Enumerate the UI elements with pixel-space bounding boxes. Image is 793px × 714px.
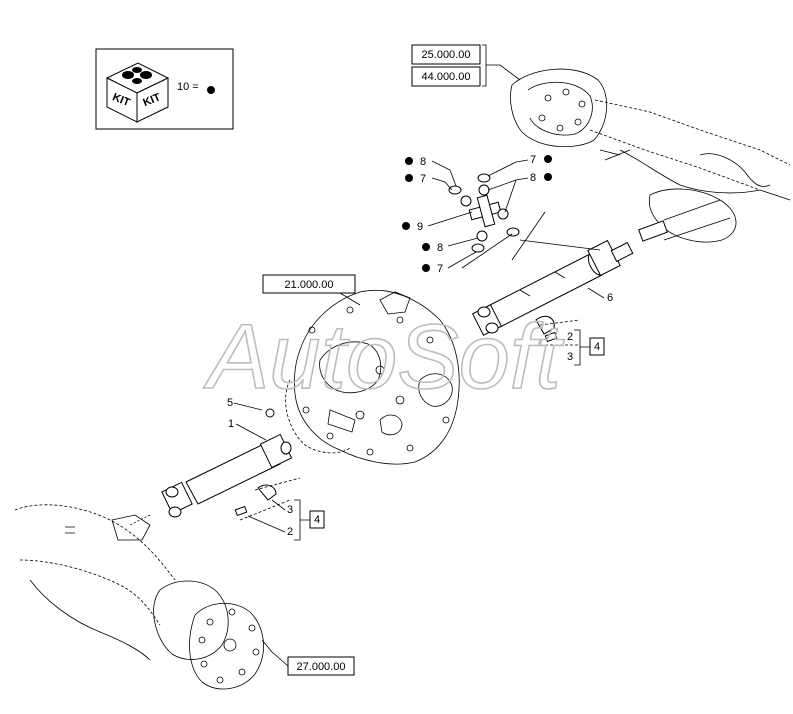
kit-bullet-icon bbox=[422, 243, 430, 251]
kit-bullet-icon bbox=[405, 174, 413, 182]
guide-lines bbox=[511, 211, 601, 261]
callout-kit-9: 9 bbox=[417, 221, 423, 233]
clip-3b-icon bbox=[535, 315, 555, 335]
kit-bullet-icon bbox=[207, 86, 215, 94]
cup-icon bbox=[460, 195, 472, 207]
watermark-text: AutoSoft bbox=[203, 306, 564, 408]
rear-drive-shaft bbox=[129, 433, 293, 526]
callout-2b: 2 bbox=[567, 331, 573, 343]
kit-bullet-icon bbox=[402, 222, 410, 230]
front-axle-drawing bbox=[510, 68, 791, 243]
kit-legend: KIT KIT 10 = bbox=[95, 48, 234, 130]
ref-front-axle-2-text: 44.000.00 bbox=[422, 71, 471, 83]
callout-kit-7a: 7 bbox=[420, 173, 426, 185]
callouts-kit: 8 7 9 8 7 7 8 bbox=[402, 154, 552, 275]
callouts-rear: 5 1 3 2 4 bbox=[227, 397, 325, 541]
kit-box-icon: KIT KIT bbox=[105, 62, 170, 123]
bolt-2-icon bbox=[234, 505, 248, 517]
callout-kit-8c: 8 bbox=[530, 172, 536, 184]
callout-kit-7c: 7 bbox=[530, 154, 536, 166]
callout-1: 1 bbox=[228, 418, 234, 430]
kit-bullet-icon bbox=[544, 173, 552, 181]
callout-3b: 3 bbox=[567, 351, 573, 363]
callout-4-box bbox=[309, 510, 325, 529]
callout-4b: 4 bbox=[594, 341, 600, 353]
transmission-drawing bbox=[285, 289, 460, 465]
callout-4b-box bbox=[589, 337, 605, 356]
small-parts bbox=[234, 315, 581, 521]
bolt-5-icon bbox=[265, 408, 275, 418]
circlip-icon bbox=[448, 185, 462, 195]
callout-kit-8a: 8 bbox=[420, 156, 426, 168]
kit-bullet-icon bbox=[544, 155, 552, 163]
bolt-2b-icon bbox=[544, 331, 558, 343]
callout-4: 4 bbox=[314, 514, 320, 526]
callout-5: 5 bbox=[227, 397, 233, 409]
ref-front-axle-1-text: 25.000.00 bbox=[422, 49, 471, 61]
kit-bullet-icon bbox=[405, 157, 413, 165]
callout-6: 6 bbox=[607, 292, 613, 304]
callout-2: 2 bbox=[287, 526, 293, 538]
ref-transmission[interactable]: 21.000.00 bbox=[262, 274, 361, 306]
ref-front-axle[interactable]: 25.000.00 44.000.00 bbox=[411, 44, 521, 87]
kit-legend-text: 10 = bbox=[177, 81, 199, 93]
clip-3-icon bbox=[257, 484, 277, 501]
ref-transmission-text: 21.000.00 bbox=[285, 279, 334, 291]
kit-bullet-icon bbox=[422, 264, 430, 272]
rear-axle-drawing bbox=[14, 504, 264, 690]
universal-joint-kit bbox=[448, 173, 520, 253]
callouts-front: 6 2 3 4 bbox=[567, 287, 613, 366]
callout-kit-8b: 8 bbox=[437, 242, 443, 254]
ref-rear-axle-text: 27.000.00 bbox=[297, 661, 346, 673]
callout-3: 3 bbox=[287, 504, 293, 516]
ref-rear-axle[interactable]: 27.000.00 bbox=[261, 639, 355, 676]
callout-kit-7b: 7 bbox=[437, 263, 443, 275]
